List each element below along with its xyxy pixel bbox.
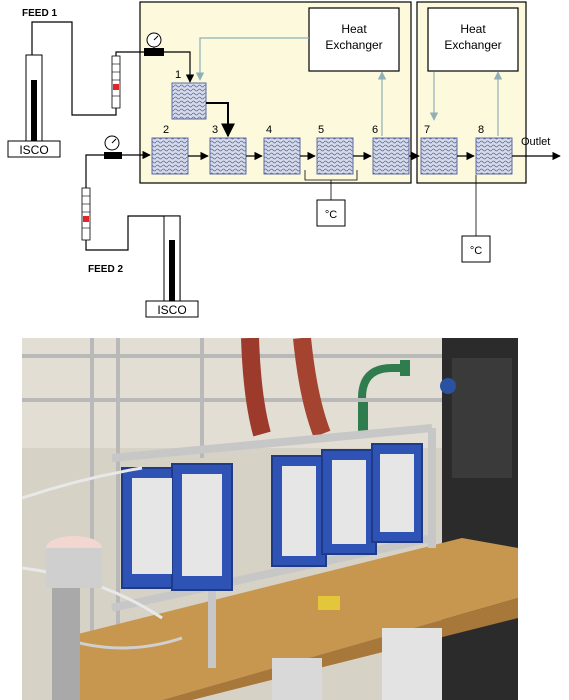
reactor-plate-5 bbox=[316, 137, 354, 175]
feed2-flowmeter bbox=[81, 187, 91, 241]
isco2-piston bbox=[169, 240, 175, 302]
reactor-plate-1 bbox=[171, 82, 207, 120]
heat-exchanger-2-line2: Exchanger bbox=[444, 38, 501, 52]
unit-label-8: 8 bbox=[478, 124, 484, 136]
heat-exchanger-2 bbox=[427, 7, 519, 72]
temp2-sensor bbox=[461, 235, 491, 263]
feed2-label: FEED 2 bbox=[88, 264, 123, 275]
reactor-plate-4 bbox=[263, 137, 301, 175]
feed1-label: FEED 1 bbox=[22, 8, 57, 19]
unit-label-4: 4 bbox=[266, 124, 272, 136]
temp2-label: °C bbox=[470, 245, 482, 257]
feed1-flowmeter-indicator bbox=[113, 84, 119, 90]
isco1-box bbox=[7, 140, 61, 158]
outlet-label: Outlet bbox=[521, 136, 550, 148]
reactor-plate-3 bbox=[209, 137, 247, 175]
reactor-plate-6 bbox=[372, 137, 410, 175]
temp1-label: °C bbox=[325, 209, 337, 221]
feed1-to-unit1-line bbox=[164, 51, 195, 83]
unit-label-7: 7 bbox=[424, 124, 430, 136]
reactor-plate-7 bbox=[420, 137, 458, 175]
heat-exchanger-2-line1: Heat bbox=[460, 22, 486, 36]
unit-label-1: 1 bbox=[175, 69, 181, 81]
coolant-line-1 bbox=[195, 37, 309, 81]
heat-exchanger-1-line2: Exchanger bbox=[325, 38, 382, 52]
unit-label-2: 2 bbox=[163, 124, 169, 136]
temp1-sensor bbox=[316, 199, 346, 227]
reactor-photo bbox=[22, 338, 518, 700]
unit-label-6: 6 bbox=[372, 124, 378, 136]
isco2-box bbox=[145, 300, 199, 318]
unit-label-5: 5 bbox=[318, 124, 324, 136]
process-flow-diagram: Heat Exchanger Heat Exchanger FEED 1 ISC… bbox=[0, 0, 569, 330]
flow-1-to-3 bbox=[206, 102, 235, 138]
feed1-flowmeter bbox=[111, 55, 121, 109]
unit-label-3: 3 bbox=[212, 124, 218, 136]
feed1-line bbox=[31, 21, 144, 116]
feed1-valve bbox=[144, 48, 164, 56]
isco2-label: ISCO bbox=[157, 303, 186, 317]
isco1-piston bbox=[31, 80, 37, 141]
isco1-label: ISCO bbox=[19, 143, 48, 157]
reactor-plate-8 bbox=[475, 137, 513, 175]
feed2-flowmeter-indicator bbox=[83, 216, 89, 222]
reactor-plate-2 bbox=[151, 137, 189, 175]
feed2-valve bbox=[104, 152, 122, 159]
heat-exchanger-1 bbox=[308, 7, 400, 72]
heat-exchanger-1-line1: Heat bbox=[341, 22, 367, 36]
